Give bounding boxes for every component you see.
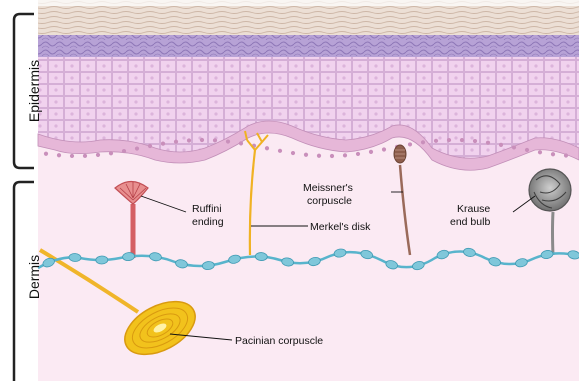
basal-cell-nucleus	[213, 138, 217, 142]
basal-cell-nucleus	[408, 142, 412, 146]
krause-label-line2: end bulb	[450, 216, 490, 228]
basal-cell-nucleus	[148, 144, 152, 148]
basal-cell-nucleus	[70, 154, 74, 158]
basal-cell-nucleus	[83, 154, 87, 158]
basal-cell-nucleus	[551, 152, 555, 156]
basal-cell-nucleus	[330, 154, 334, 158]
basal-cell-nucleus	[265, 146, 269, 150]
basal-cell-nucleus	[499, 143, 503, 147]
schwann-cell	[96, 256, 108, 264]
basal-cell-nucleus	[473, 139, 477, 143]
basal-cell-nucleus	[226, 139, 230, 143]
basal-cell-nucleus	[460, 138, 464, 142]
merkel-label: Merkel's disk	[310, 221, 371, 233]
basal-cell-nucleus	[434, 139, 438, 143]
basal-cell-nucleus	[304, 153, 308, 157]
basal-cell-nucleus	[109, 151, 113, 155]
basal-cell-nucleus	[122, 149, 126, 153]
schwann-cell	[255, 252, 267, 261]
basal-cell-nucleus	[174, 140, 178, 144]
basal-cell-nucleus	[538, 150, 542, 154]
basal-cell-nucleus	[187, 138, 191, 142]
basal-cell-nucleus	[57, 153, 61, 157]
basal-cell-nucleus	[447, 138, 451, 142]
basal-cell-nucleus	[356, 152, 360, 156]
dermis-label: Dermis	[26, 255, 42, 299]
meissner-label-line1: Meissner's	[303, 182, 353, 194]
basal-cell-nucleus	[486, 141, 490, 145]
basal-cell-nucleus	[135, 146, 139, 150]
basal-cell-nucleus	[525, 148, 529, 152]
meissner-label-line2: corpuscle	[307, 195, 352, 207]
basal-cell-nucleus	[369, 150, 373, 154]
schwann-cell	[69, 253, 81, 262]
krause-label-line1: Krause	[457, 203, 490, 215]
basal-cell-nucleus	[200, 138, 204, 142]
basal-cell-nucleus	[512, 145, 516, 149]
basal-cell-nucleus	[291, 151, 295, 155]
basal-cell-nucleus	[343, 153, 347, 157]
pacinian-label: Pacinian corpuscle	[235, 335, 323, 347]
epidermis-label: Epidermis	[26, 60, 42, 122]
granular-layer	[38, 35, 579, 57]
basal-cell-nucleus	[278, 149, 282, 153]
basal-cell-nucleus	[317, 154, 321, 158]
basal-cell-nucleus	[421, 140, 425, 144]
basal-cell-nucleus	[161, 142, 165, 146]
ruffini-label-line2: ending	[192, 216, 224, 228]
skin-surface	[38, 0, 579, 6]
basal-cell-nucleus	[239, 141, 243, 145]
basal-cell-nucleus	[382, 147, 386, 151]
basal-cell-nucleus	[44, 152, 48, 156]
basal-cell-nucleus	[564, 153, 568, 157]
basal-cell-nucleus	[96, 153, 100, 157]
dermis-bracket: Dermis	[14, 182, 42, 381]
ruffini-label-line1: Ruffini	[192, 203, 222, 215]
